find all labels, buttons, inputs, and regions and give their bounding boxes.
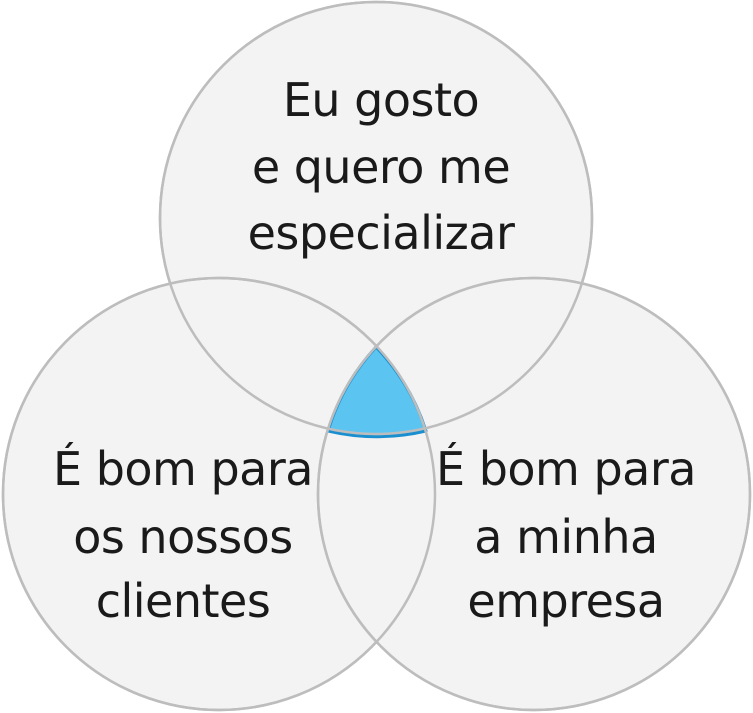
label-top-line-2: e quero me bbox=[252, 140, 510, 194]
label-top-line-1: Eu gosto bbox=[283, 73, 479, 127]
label-left-line-2: os nossos bbox=[73, 510, 293, 564]
label-right-line-3: empresa bbox=[467, 574, 664, 628]
circle-left-outline bbox=[1, 276, 437, 712]
label-top: Eu gosto e quero me especializar bbox=[248, 73, 516, 260]
label-right: É bom para a minha empresa bbox=[436, 442, 696, 628]
circle-top-outline bbox=[158, 0, 594, 436]
label-left-line-3: clientes bbox=[96, 574, 271, 628]
label-left-line-1: É bom para bbox=[53, 442, 313, 496]
label-right-line-2: a minha bbox=[474, 510, 657, 564]
label-left: É bom para os nossos clientes bbox=[53, 442, 313, 628]
label-top-line-3: especializar bbox=[248, 206, 515, 260]
label-right-line-1: É bom para bbox=[436, 442, 696, 496]
circle-right-outline bbox=[316, 276, 752, 712]
